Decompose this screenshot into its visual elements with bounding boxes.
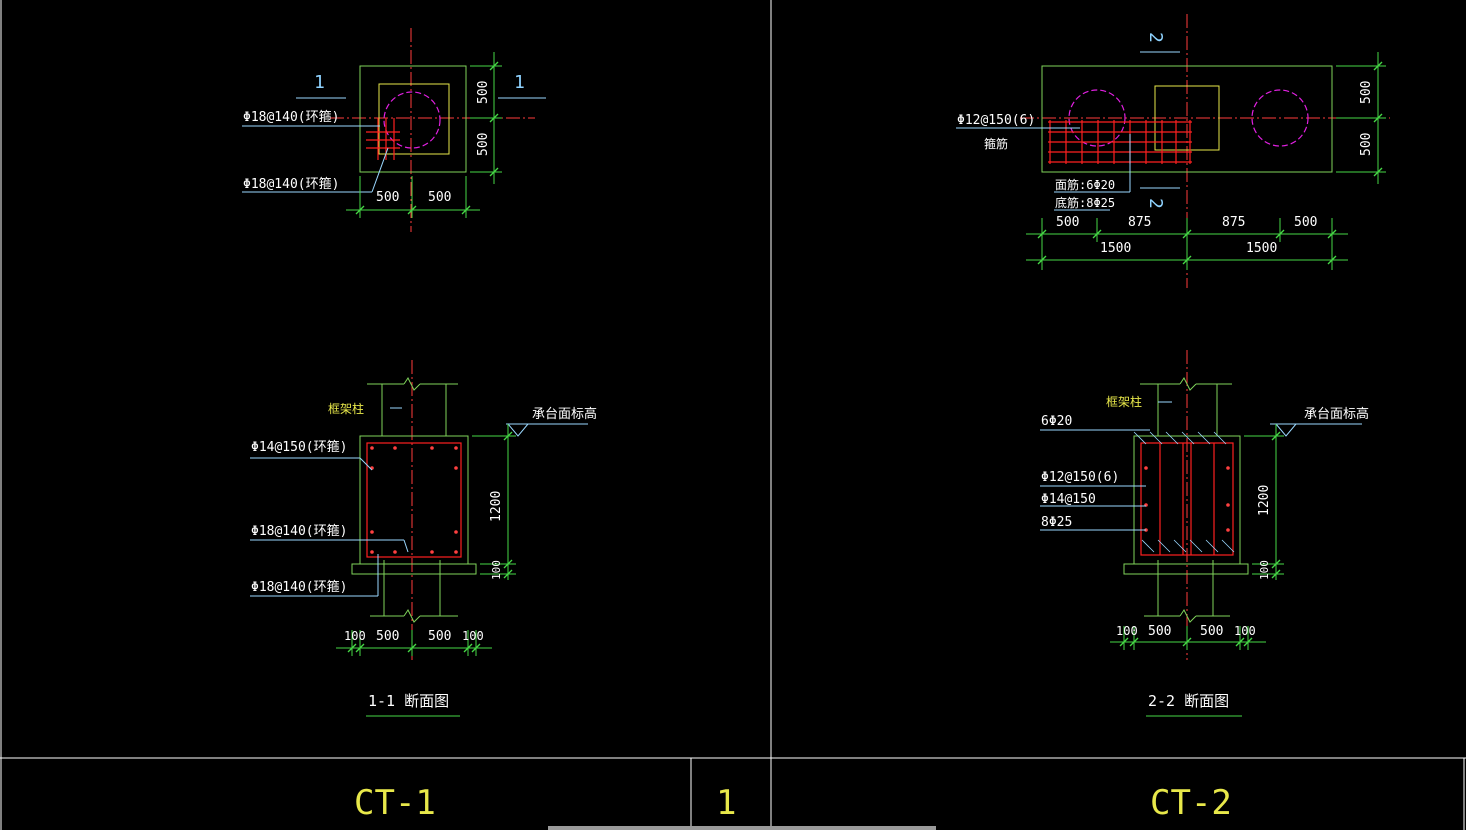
- ct2-plan-dim-row1-4: 500: [1294, 215, 1317, 230]
- ct1-plan-dim-y-bottom: 500: [476, 133, 491, 156]
- ct2-column-outline: [1154, 85, 1220, 151]
- ct1-section-dim-bottom-2: 500: [376, 629, 399, 644]
- ct2-section-dim-bottom-2: 500: [1148, 624, 1171, 639]
- ct2-section-label-3: Φ14@150: [1041, 492, 1096, 507]
- ct1-section-rebar-label-3: Φ18@140(环箍): [251, 579, 347, 595]
- ct1-section-mark-left: 1: [314, 72, 325, 93]
- ct1-plan-dim-x-right: 500: [428, 190, 451, 205]
- ct2-section-dim-bottom-1: 100: [1116, 624, 1138, 638]
- title-block-number: 1: [716, 783, 736, 823]
- ct2-section-mark-bottom: 2: [1145, 198, 1166, 209]
- ct1-section-cap-outline: [359, 435, 469, 565]
- ct2-section-dim-height: 1200: [1257, 485, 1272, 516]
- ct2-section-dim-bottom-3: 500: [1200, 624, 1223, 639]
- ct1-section-dim-cushion: 100: [490, 560, 503, 580]
- ct2-section-label-1: 6Φ20: [1041, 414, 1072, 429]
- ct1-section-dim-bottom-1: 100: [344, 629, 366, 643]
- ct2-plan-bottom-bars: 底筋:8Φ25: [1055, 195, 1115, 210]
- ct2-plan-view: 2 2 Φ12@150(6) 箍筋 面筋:6Φ20 底筋:8Φ25 500 87…: [956, 14, 1390, 288]
- ct2-section-view: 框架柱 6Φ20 Φ12@150(6) Φ14@150 8Φ25 承台面标高 1…: [1040, 350, 1369, 717]
- ct1-section-dim-bottom-3: 500: [428, 629, 451, 644]
- ct1-section-elevation-label: 承台面标高: [532, 406, 597, 422]
- ct2-section-dim-bottom-4: 100: [1234, 624, 1256, 638]
- ct2-section-dim-cushion: 100: [1258, 560, 1271, 580]
- scrollbar-thumb[interactable]: [548, 826, 936, 830]
- ct2-plan-dim-y-top: 500: [1359, 81, 1374, 104]
- ct2-section-label-4: 8Φ25: [1041, 515, 1072, 530]
- ct2-plan-rebar-label-1: Φ12@150(6): [957, 113, 1035, 128]
- title-block-left-name: CT-1: [354, 783, 436, 823]
- ct2-section-column-label: 框架柱: [1106, 394, 1142, 409]
- ct1-section-dim-bottom-4: 100: [462, 629, 484, 643]
- ct1-pile-cap-outline: [359, 65, 467, 173]
- ct1-section-mark-right: 1: [514, 72, 525, 93]
- ct2-section-title: 2-2 断面图: [1148, 692, 1229, 710]
- ct1-pile-circle: [383, 91, 441, 149]
- ct2-plan-dim-row2-1: 1500: [1100, 241, 1131, 256]
- ct2-plan-top-bars: 面筋:6Φ20: [1055, 177, 1115, 192]
- ct2-plan-dim-y-bottom: 500: [1359, 133, 1374, 156]
- ct2-pile-cap-outline: [1041, 65, 1333, 173]
- ct1-plan-dim-x-left: 500: [376, 190, 399, 205]
- ct2-section-mark-top: 2: [1145, 32, 1166, 43]
- ct1-column-outline: [378, 83, 450, 155]
- ct1-section-rebar-cage: [366, 442, 462, 558]
- ct2-pile-circle-right: [1251, 89, 1309, 147]
- ct2-section-elevation-label: 承台面标高: [1304, 406, 1369, 422]
- ct1-plan-dim-y-top: 500: [476, 81, 491, 104]
- ct2-section-rebar-cage: [1140, 442, 1234, 556]
- ct2-plan-dim-row2-2: 1500: [1246, 241, 1277, 256]
- ct1-section-dim-height: 1200: [489, 491, 504, 522]
- ct1-section-column-label: 框架柱: [328, 401, 364, 416]
- ct1-section-view: 框架柱 Φ14@150(环箍) Φ18@140(环箍) Φ18@140(环箍) …: [250, 360, 597, 717]
- ct2-plan-dim-row1-1: 500: [1056, 215, 1079, 230]
- ct2-plan-dim-row1-2: 875: [1128, 215, 1151, 230]
- ct1-plan-rebar-label-1: Φ18@140(环箍): [243, 109, 339, 125]
- ct1-plan-rebar-label-2: Φ18@140(环箍): [243, 176, 339, 192]
- ct1-plan-view: 1 1 Φ18@140(环箍) Φ18@140(环箍) 500 500 500 …: [242, 28, 546, 232]
- ct2-plan-dim-row1-3: 875: [1222, 215, 1245, 230]
- ct2-plan-rebar-grid: [1048, 120, 1192, 164]
- ct1-section-rebar-label-2: Φ18@140(环箍): [251, 523, 347, 539]
- ct2-plan-rebar-label-1b: 箍筋: [984, 136, 1008, 151]
- title-block-right-name: CT-2: [1150, 783, 1232, 823]
- ct2-pile-circle-left: [1068, 89, 1126, 147]
- ct1-section-rebar-label-1: Φ14@150(环箍): [251, 439, 347, 455]
- title-block: CT-1 1 CT-2: [354, 783, 1232, 823]
- ct1-section-title: 1-1 断面图: [368, 692, 449, 710]
- ct2-section-label-2: Φ12@150(6): [1041, 470, 1119, 485]
